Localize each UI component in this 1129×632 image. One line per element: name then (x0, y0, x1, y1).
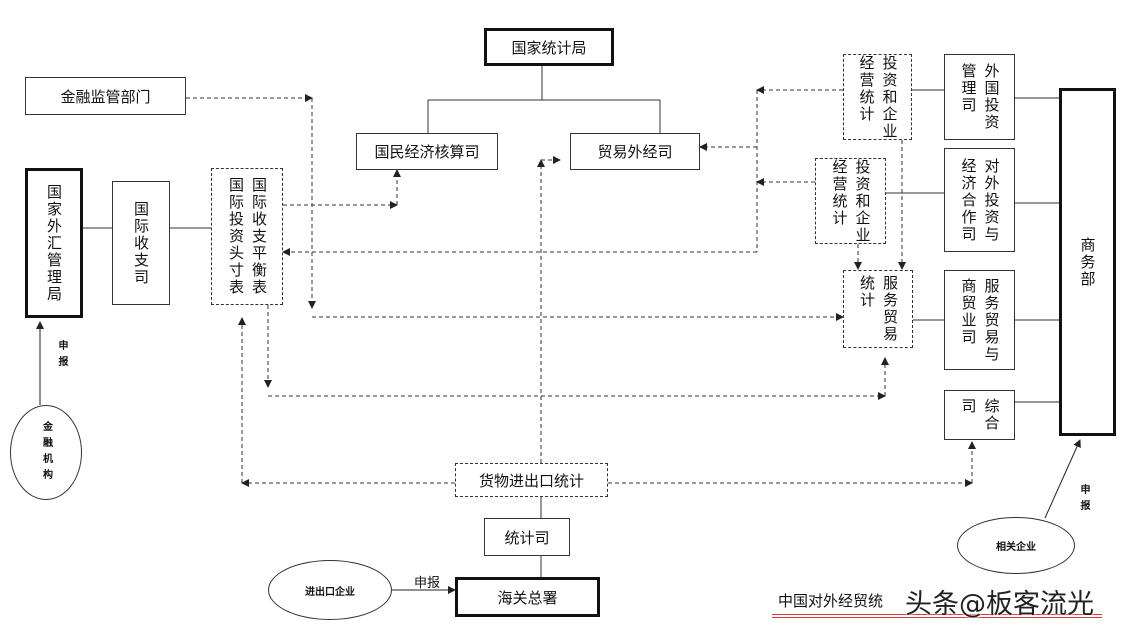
node-foreign-inv: 外国投资 管理司 (944, 54, 1015, 140)
node-serv-trade-col2: 商贸业司 (959, 277, 978, 346)
node-finreg: 金融监管部门 (25, 77, 186, 115)
node-outward-col1: 对外投资与 (982, 157, 1001, 243)
node-bop-col2: 国际投资头寸表 (227, 177, 245, 296)
node-stat-dept: 统计司 (484, 518, 570, 556)
node-related-firms-label: 相关企业 (996, 542, 1036, 553)
node-related-firms: 相关企业 (957, 517, 1075, 574)
caption-underline (772, 614, 1102, 615)
node-inv-stat-a: 投资和企业 经营统计 (843, 54, 912, 140)
node-mofcom-label: 商务部 (1078, 236, 1097, 288)
node-bop-tables: 国际收支平衡表 国际投资头寸表 (211, 168, 283, 305)
line-nbs-tree (427, 66, 661, 133)
node-serv-stat-col1: 服务贸易 (881, 275, 899, 343)
node-fin-inst-label: 金融机构 (40, 420, 52, 485)
flow-related-report (1044, 439, 1081, 519)
node-inv-stat-a-col1: 投资和企业 (880, 54, 899, 140)
node-nbs-label: 国家统计局 (511, 38, 587, 57)
node-customs: 海关总署 (455, 577, 600, 617)
node-trade-dept-label: 贸易外经司 (597, 143, 673, 161)
label-report-right: 申报 (1078, 484, 1089, 516)
node-trade-dept: 贸易外经司 (570, 133, 700, 170)
node-nbs: 国家统计局 (484, 28, 614, 66)
node-serv-trade-col1: 服务贸易与 (982, 277, 1001, 363)
line-depts-mofcom (1015, 97, 1059, 403)
node-intl-pay-dept: 国际收支司 (112, 181, 170, 305)
caption-underline-2 (772, 617, 1102, 618)
node-stat-dept-label: 统计司 (504, 528, 550, 547)
node-general-col1: 综合 (982, 398, 1001, 432)
node-outward: 对外投资与 经济合作司 (944, 148, 1015, 252)
node-serv-trade: 服务贸易与 商贸业司 (944, 270, 1015, 370)
node-foreign-inv-col1: 外国投资 (982, 63, 1001, 131)
node-fin-inst: 金融机构 (10, 405, 82, 500)
node-intl-pay-dept-label: 国际收支司 (132, 200, 150, 286)
node-goods-stat: 货物进出口统计 (455, 463, 608, 497)
label-report-bottom: 申报 (414, 576, 441, 591)
node-goods-stat-label: 货物进出口统计 (478, 471, 584, 490)
node-ie-firms: 进出口企业 (268, 560, 392, 620)
node-general-col2: 司 (959, 398, 978, 415)
node-ie-firms-label: 进出口企业 (305, 586, 355, 598)
node-foreign-inv-col2: 管理司 (959, 63, 978, 114)
node-safe-label: 国家外汇管理局 (45, 183, 63, 303)
node-safe: 国家外汇管理局 (25, 168, 83, 318)
node-natacct: 国民经济核算司 (356, 133, 498, 170)
node-mofcom: 商务部 (1059, 88, 1116, 436)
caption: 中国对外经贸统 (778, 592, 884, 610)
node-inv-stat-b-col1: 投资和企业 (853, 158, 872, 244)
node-inv-stat-a-col2: 经营统计 (857, 54, 876, 123)
node-serv-stat: 服务贸易 统计 (843, 270, 913, 348)
node-outward-col2: 经济合作司 (959, 157, 978, 243)
node-customs-label: 海关总署 (497, 588, 558, 607)
watermark-logo: 头条@板客流光 (905, 589, 1094, 620)
node-inv-stat-b-col2: 经营统计 (830, 158, 849, 227)
node-inv-stat-b: 投资和企业 经营统计 (815, 158, 886, 244)
label-report-left: 申报 (56, 340, 67, 372)
node-finreg-label: 金融监管部门 (60, 87, 151, 106)
node-bop-col1: 国际收支平衡表 (250, 177, 268, 296)
node-natacct-label: 国民经济核算司 (374, 143, 480, 161)
node-serv-stat-col2: 统计 (858, 275, 876, 309)
node-general: 综合 司 (944, 390, 1015, 440)
